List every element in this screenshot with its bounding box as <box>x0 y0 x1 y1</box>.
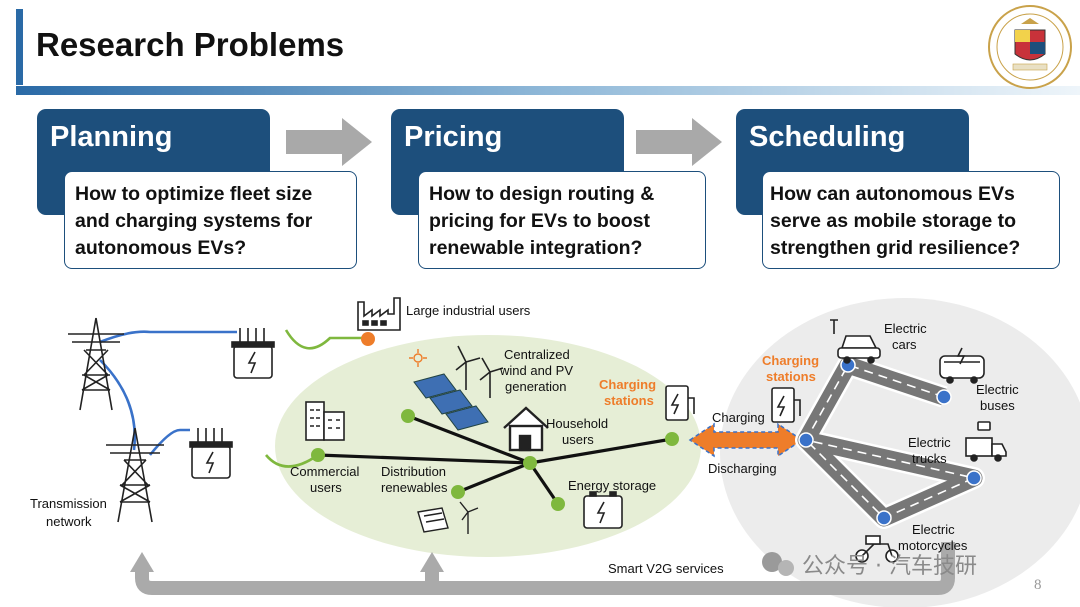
svg-text:generation: generation <box>505 379 566 394</box>
planning-question: How to optimize fleet size and charging … <box>75 181 312 262</box>
small-solar-wind-icon <box>417 501 479 534</box>
svg-text:Charging: Charging <box>762 353 819 368</box>
pricing-question-line-2: pricing for EVs to boost <box>429 210 651 232</box>
svg-text:users: users <box>310 480 342 495</box>
v2g-feedback-arrow <box>130 542 955 595</box>
pricing-title: Pricing <box>404 121 503 153</box>
house-icon <box>503 406 549 452</box>
network-spokes <box>317 414 673 505</box>
svg-text:renewables: renewables <box>381 480 448 495</box>
planning-title: Planning <box>50 121 173 153</box>
commercial-users-label: Commercial users <box>290 464 359 495</box>
charging-station-icon <box>665 385 695 421</box>
planning-question-line-3: autonomous EVs? <box>75 237 247 259</box>
electric-bus-icon <box>939 347 985 384</box>
svg-text:Electric: Electric <box>912 522 955 537</box>
pricing-question-line-1: How to design routing & <box>429 183 655 205</box>
header-rule <box>16 86 1080 95</box>
electric-cars-label: Electric cars <box>884 321 927 352</box>
svg-text:stations: stations <box>766 369 816 384</box>
page-title: Research Problems <box>36 26 345 63</box>
transmission-network-label: Transmission network <box>30 496 107 529</box>
scheduling-question-line-1: How can autonomous EVs <box>770 183 1015 205</box>
bidirectional-arrow <box>688 422 804 458</box>
large-industrial-users-label: Large industrial users <box>406 303 531 318</box>
university-of-macau-crest-icon <box>988 5 1072 89</box>
title-accent-bar <box>16 9 23 85</box>
planning-question-line-1: How to optimize fleet size <box>75 183 313 205</box>
pricing-question: How to design routing & pricing for EVs … <box>429 181 654 262</box>
flow-arrow-2 <box>636 118 722 166</box>
charging-stations-left-label: Charging stations <box>599 377 656 408</box>
svg-text:network: network <box>46 514 92 529</box>
svg-text:公众号 · 汽车技研: 公众号 · 汽车技研 <box>802 554 977 579</box>
distribution-renewables-label: Distribution renewables <box>381 464 448 495</box>
svg-text:Electric: Electric <box>908 435 951 450</box>
svg-text:motorcycles: motorcycles <box>898 538 968 553</box>
svg-text:Distribution: Distribution <box>381 464 446 479</box>
network-nodes <box>311 409 679 511</box>
factory-icon <box>357 297 401 331</box>
watermark: 公众号 · 汽车技研 <box>762 552 977 579</box>
svg-text:Transmission: Transmission <box>30 496 107 511</box>
scheduling-title: Scheduling <box>749 121 906 153</box>
electric-motorcycles-label: Electric motorcycles <box>898 522 968 553</box>
electric-buses-label: Electric buses <box>976 382 1019 413</box>
battery-icon <box>583 491 623 529</box>
power-grid-ev-diagram: Smart V2G services Transmission network <box>30 297 1080 607</box>
sun-icon <box>409 349 427 367</box>
svg-text:stations: stations <box>604 393 654 408</box>
planning-question-box: How to optimize fleet size and charging … <box>64 171 357 269</box>
industrial-node <box>361 332 375 346</box>
household-users-label: Household users <box>546 416 608 447</box>
electric-motorcycle-icon <box>855 535 899 563</box>
svg-text:trucks: trucks <box>912 451 947 466</box>
energy-storage-label: Energy storage <box>568 478 656 493</box>
charging-stations-right-label: Charging stations <box>762 353 819 384</box>
distribution-lines <box>264 329 366 468</box>
scheduling-question-line-2: serve as mobile storage to <box>770 210 1017 232</box>
electric-car-icon <box>830 319 881 364</box>
road-network <box>795 354 985 529</box>
svg-text:Commercial: Commercial <box>290 464 359 479</box>
svg-text:Centralized: Centralized <box>504 347 570 362</box>
svg-text:Charging: Charging <box>599 377 656 392</box>
electric-truck-icon <box>965 421 1007 462</box>
wind-turbine-icon <box>455 345 504 398</box>
svg-text:cars: cars <box>892 337 917 352</box>
scheduling-question: How can autonomous EVs serve as mobile s… <box>770 181 1020 262</box>
solar-panel-icon <box>413 373 489 431</box>
pricing-question-box: How to design routing & pricing for EVs … <box>418 171 706 269</box>
electric-trucks-label: Electric trucks <box>908 435 951 466</box>
page-number: 8 <box>1034 577 1042 593</box>
charging-label: Charging <box>712 410 765 425</box>
transmission-lines <box>99 330 237 456</box>
charging-station-icon <box>771 387 801 423</box>
commercial-building-icon <box>305 401 345 441</box>
svg-text:buses: buses <box>980 398 1015 413</box>
smart-v2g-label: Smart V2G services <box>608 561 724 576</box>
flow-arrow-1 <box>286 118 372 166</box>
svg-text:users: users <box>562 432 594 447</box>
pricing-question-line-3: renewable integration? <box>429 237 643 259</box>
scheduling-question-line-3: strengthen grid resilience? <box>770 237 1021 259</box>
svg-text:wind and PV: wind and PV <box>499 363 573 378</box>
svg-text:Electric: Electric <box>976 382 1019 397</box>
transmission-tower-icon <box>68 317 164 523</box>
transformer-icon <box>231 328 275 379</box>
transformer-icon <box>189 428 233 479</box>
centralized-generation-label: Centralized wind and PV generation <box>499 347 573 394</box>
planning-question-line-2: and charging systems for <box>75 210 313 232</box>
discharging-label: Discharging <box>708 461 777 476</box>
svg-text:Household: Household <box>546 416 608 431</box>
svg-text:Electric: Electric <box>884 321 927 336</box>
scheduling-question-box: How can autonomous EVs serve as mobile s… <box>762 171 1060 269</box>
